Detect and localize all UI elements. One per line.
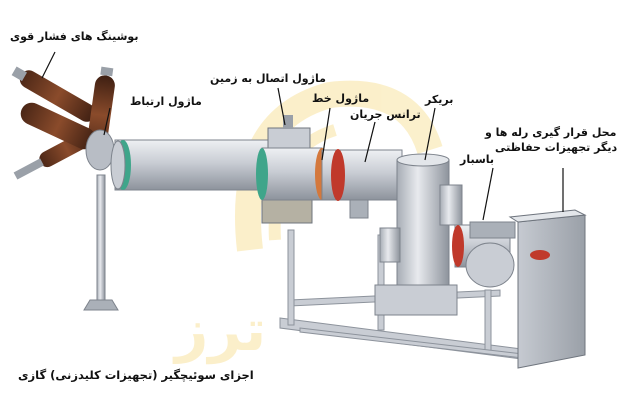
label-hv-bushings: بوشینگ های فشار قوی	[10, 30, 139, 43]
relay-cabinet	[508, 209, 587, 369]
label-earthing-module: ماژول اتصال به زمین	[210, 72, 326, 85]
hv-bushings	[11, 66, 115, 180]
current-transformer	[321, 149, 403, 219]
label-current-transformer: ترانس جریان	[350, 108, 421, 121]
connection-module	[110, 139, 276, 191]
busbar	[452, 221, 516, 288]
line-module	[256, 147, 329, 201]
svg-text:ترز: ترز	[172, 296, 266, 365]
label-connection-module: ماژول ارتباط	[130, 95, 202, 108]
leader-lines	[41, 51, 564, 221]
bushing-support	[83, 174, 119, 311]
label-relay-cabinet-line2: دیگر تجهیزات حفاظتی	[495, 141, 618, 154]
label-busbar: باسبار	[460, 153, 495, 166]
label-line-module: ماژول خط	[312, 92, 370, 105]
breaker-tank	[374, 153, 463, 316]
label-breaker: بریکر	[425, 93, 454, 106]
diagram-caption: اجزای سوئیچگیر (تجهیزات کلیدزنی) گازی	[18, 368, 254, 382]
label-relay-cabinet-line1: محل قرار گیری رله ها و	[485, 126, 617, 139]
